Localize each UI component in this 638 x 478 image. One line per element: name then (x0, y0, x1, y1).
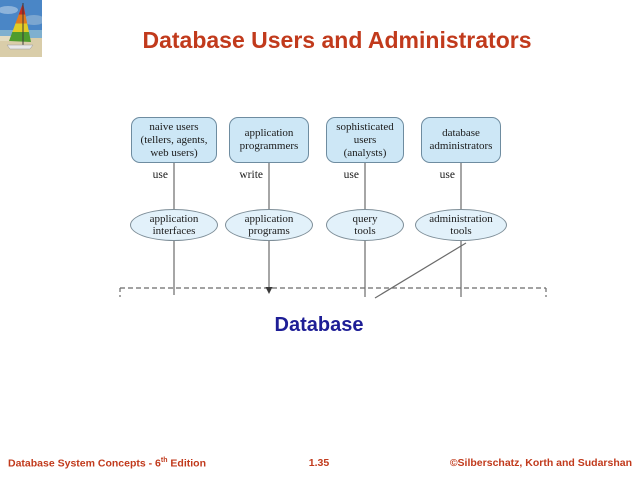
verb-use-4: use (439, 169, 455, 181)
ellipse-administration-tools: administration tools (415, 209, 507, 241)
footer-book-title: Database System Concepts - 6th Edition (8, 457, 206, 470)
box-sophisticated-users: sophisticated users (analysts) (326, 117, 404, 163)
ellipse-application-interfaces: application interfaces (130, 209, 218, 241)
box-application-programmers: application programmers (229, 117, 309, 163)
footer-copyright: ©Silberschatz, Korth and Sudarshan (449, 457, 632, 469)
footer-book-title-suffix: Edition (167, 457, 207, 469)
box-naive-users-line2: (tellers, agents, (140, 133, 208, 146)
slide-title: Database Users and Administrators (142, 27, 532, 53)
box-naive-users-line3: web users) (150, 146, 198, 159)
box-database-administrators: database administrators (421, 117, 501, 163)
footer-book-title-prefix: Database System Concepts - 6 (8, 457, 161, 469)
box-database-administrators-line2: administrators (429, 140, 493, 152)
box-sophisticated-users-line2: users (353, 133, 377, 146)
box-database-administrators-line1: database (442, 127, 480, 139)
ellipse-administration-tools-line2: tools (450, 225, 472, 237)
ellipse-application-interfaces-line2: interfaces (152, 225, 196, 237)
verb-write: write (239, 169, 263, 181)
box-application-programmers-line1: application (244, 127, 294, 139)
ellipse-query-tools-line1: query (352, 213, 378, 225)
box-naive-users-line1: naive users (149, 120, 199, 133)
box-sophisticated-users-line1: sophisticated (336, 120, 394, 133)
footer-book-title-sup: th (160, 456, 168, 464)
ellipse-application-programs: application programs (225, 209, 313, 241)
ellipse-application-interfaces-line1: application (149, 213, 199, 225)
ellipse-query-tools-line2: tools (354, 225, 376, 237)
verb-use-1: use (152, 169, 168, 181)
box-application-programmers-line2: programmers (239, 140, 299, 152)
box-naive-users: naive users (tellers, agents, web users) (131, 117, 217, 163)
ellipse-administration-tools-line1: administration (429, 213, 493, 225)
database-caption: Database (274, 314, 364, 336)
ellipse-application-programs-line2: programs (248, 225, 290, 237)
connector-admin-tools-diagonal (374, 242, 467, 299)
box-sophisticated-users-line3: (analysts) (343, 146, 387, 159)
arrowhead-app-programs (265, 287, 273, 294)
sailboat-logo-icon (0, 0, 42, 57)
verb-use-3: use (343, 169, 359, 181)
footer-slide-number: 1.35 (308, 457, 330, 469)
ellipse-application-programs-line1: application (244, 213, 294, 225)
ellipse-query-tools: query tools (326, 209, 404, 241)
